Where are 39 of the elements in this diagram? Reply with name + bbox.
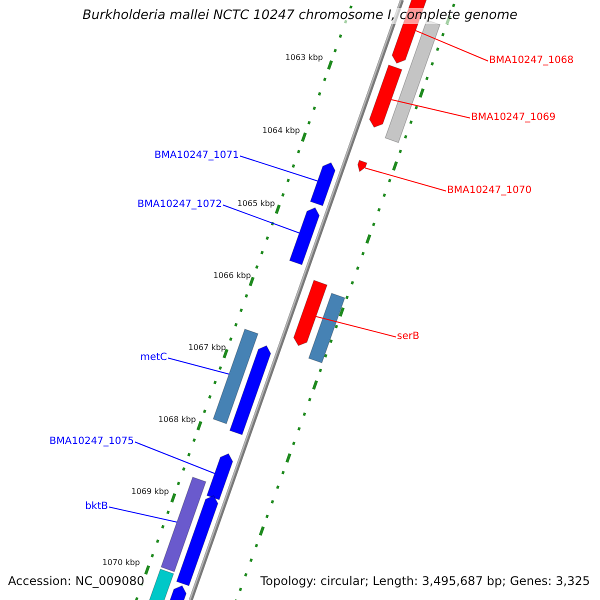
gene-feature-bar	[308, 292, 346, 364]
scale-label: 1065 kbp	[237, 199, 275, 209]
chart-title: Burkholderia mallei NCTC 10247 chromosome I, complete genome	[82, 8, 518, 24]
gene-feature-bar	[369, 64, 402, 128]
gene-feature-bar	[310, 162, 336, 206]
gene-feature-bar	[229, 345, 272, 436]
gene-label: metC	[140, 352, 167, 364]
gene-label: BMA10247_1072	[137, 199, 222, 211]
gene-label: BMA10247_1069	[471, 112, 556, 124]
leader-line	[168, 358, 230, 375]
leader-line	[415, 30, 488, 62]
gene-feature-bar	[357, 160, 368, 172]
gene-label: BMA10247_1071	[154, 150, 239, 162]
scale-label: 1063 kbp	[285, 53, 323, 63]
gene-feature-bar	[212, 328, 259, 424]
scale-label: 1068 kbp	[158, 415, 196, 425]
gene-feature-bar	[293, 280, 328, 346]
gene-feature-bar	[206, 453, 234, 500]
gene-label: BMA10247_1075	[49, 436, 134, 448]
leader-line	[240, 156, 318, 182]
leader-line	[108, 506, 178, 523]
genome-summary-text: Topology: circular; Length: 3,495,687 bp; Genes: 3,325	[260, 574, 590, 588]
gene-label: serB	[397, 331, 420, 343]
leader-line	[222, 204, 300, 234]
leader-line	[134, 442, 216, 474]
leader-line	[364, 168, 446, 192]
scale-label: 1064 kbp	[262, 126, 300, 136]
scale-label: 1066 kbp	[213, 271, 251, 281]
leader-line	[316, 316, 396, 338]
scale-label: 1069 kbp	[131, 487, 169, 497]
leader-line	[390, 99, 470, 118]
gene-feature-bar	[176, 495, 218, 586]
gene-label: bktB	[85, 501, 108, 513]
accession-text: Accession: NC_009080	[8, 574, 144, 588]
gene-label: BMA10247_1070	[447, 185, 532, 197]
scale-label: 1067 kbp	[188, 343, 226, 353]
scale-label: 1070 kbp	[102, 558, 140, 568]
gene-feature-bar	[289, 207, 320, 266]
gene-label: BMA10247_1068	[489, 55, 574, 67]
